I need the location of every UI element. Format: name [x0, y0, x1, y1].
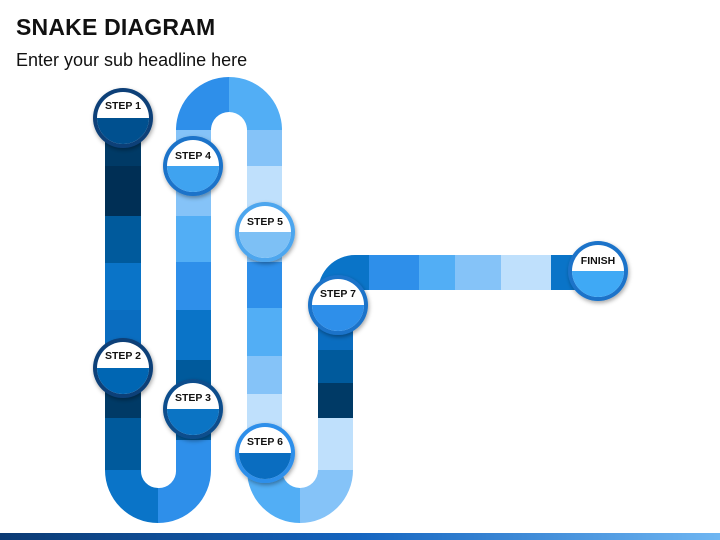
step-7-label: STEP 7 — [320, 288, 356, 300]
step-1-marker[interactable]: STEP 1 — [93, 88, 153, 148]
step-3-label: STEP 3 — [175, 392, 211, 404]
step-7-marker[interactable]: STEP 7 — [308, 275, 368, 335]
path-segment — [105, 418, 141, 470]
marker-fill — [572, 271, 624, 297]
step-markers: STEP 1 STEP 2 STEP 3 STEP 4 STEP 5 — [93, 88, 628, 483]
step-6-label: STEP 6 — [247, 436, 283, 448]
finish-marker[interactable]: FINISH — [568, 241, 628, 301]
page-subtitle: Enter your sub headline here — [16, 50, 248, 70]
step-1-label: STEP 1 — [105, 100, 141, 112]
path-curve — [176, 77, 229, 130]
path-segment — [105, 263, 141, 310]
path-segment — [176, 262, 211, 310]
step-4-label: STEP 4 — [175, 150, 211, 162]
path-segment — [318, 350, 353, 383]
bottom-bar-fill — [0, 533, 720, 540]
marker-fill — [239, 232, 291, 258]
step-6-marker[interactable]: STEP 6 — [235, 423, 295, 483]
step-5-marker[interactable]: STEP 5 — [235, 202, 295, 262]
path-segment — [176, 310, 211, 360]
path-segment — [247, 130, 282, 166]
path-segment — [501, 255, 551, 290]
path-segment — [355, 255, 369, 290]
path-curve — [105, 470, 158, 523]
page-title: SNAKE DIAGRAM — [16, 14, 216, 40]
step-4-marker[interactable]: STEP 4 — [163, 136, 223, 196]
marker-fill — [239, 453, 291, 479]
marker-fill — [97, 118, 149, 144]
path-segment — [176, 440, 211, 470]
marker-fill — [167, 166, 219, 192]
step-5-label: STEP 5 — [247, 216, 283, 228]
bottom-accent-bar — [0, 533, 720, 540]
path-segment — [247, 356, 282, 394]
step-2-marker[interactable]: STEP 2 — [93, 338, 153, 398]
path-segment — [176, 216, 211, 262]
path-segment — [247, 262, 282, 308]
step-3-marker[interactable]: STEP 3 — [163, 379, 223, 439]
path-segment — [247, 308, 282, 356]
path-segment — [105, 166, 141, 216]
path-segment — [455, 255, 501, 290]
marker-fill — [167, 409, 219, 435]
marker-fill — [312, 305, 364, 331]
step-2-label: STEP 2 — [105, 350, 141, 362]
path-segment — [318, 418, 353, 470]
path-segment — [105, 216, 141, 263]
marker-fill — [97, 368, 149, 394]
path-segment — [419, 255, 455, 290]
path-curve — [300, 470, 353, 523]
path-segment — [318, 383, 353, 418]
finish-label: FINISH — [581, 255, 615, 267]
path-curve — [229, 77, 282, 130]
path-curve — [158, 470, 211, 523]
snake-path — [105, 77, 601, 523]
path-segment — [369, 255, 419, 290]
path-curve — [247, 470, 300, 523]
